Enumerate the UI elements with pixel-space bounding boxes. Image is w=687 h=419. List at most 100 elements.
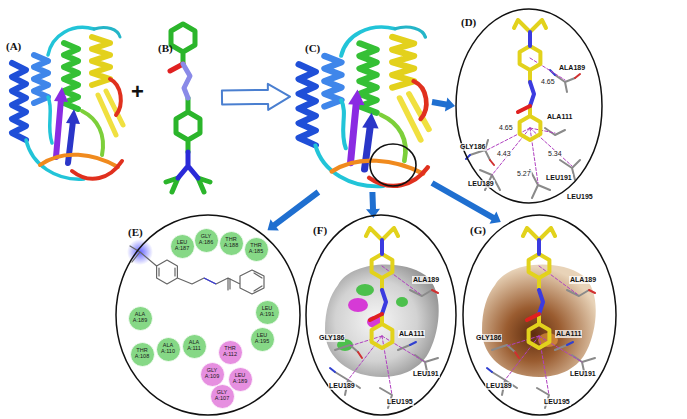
panel-label: (E) bbox=[128, 226, 143, 238]
circle-fill bbox=[218, 340, 242, 364]
circle-fill bbox=[228, 367, 252, 391]
zoom-outline bbox=[116, 215, 300, 415]
block-arrow bbox=[432, 98, 456, 112]
residue-circle: GLY A:186 bbox=[194, 228, 219, 253]
residue-label: GLY186 bbox=[475, 334, 502, 342]
ligand-sticks bbox=[366, 228, 398, 348]
block-arrow bbox=[366, 192, 380, 218]
residue-circle: LEU A:187 bbox=[170, 234, 195, 259]
block-arrow bbox=[268, 190, 321, 231]
distance-label: 4.65 bbox=[540, 78, 556, 86]
surface-patch bbox=[348, 298, 368, 312]
residue-circle: THR A:188 bbox=[219, 231, 244, 256]
residue-circle: ALA A:110 bbox=[156, 337, 181, 362]
residue-label: LEU191 bbox=[412, 370, 440, 378]
residue-circle: THR A:185 bbox=[244, 237, 269, 262]
residue-label: LEU195 bbox=[386, 398, 414, 406]
ligand-sticks bbox=[523, 228, 555, 348]
residue-label: GLY186 bbox=[318, 334, 345, 342]
residue-label: ALA111 bbox=[546, 113, 573, 121]
distance-label: 5.34 bbox=[547, 150, 563, 158]
residue-label: LEU191 bbox=[569, 370, 597, 378]
residue-circle: THR A:108 bbox=[130, 342, 155, 367]
residue-label: LEU A:191 bbox=[257, 306, 278, 318]
residue-circle: THR A:112 bbox=[218, 340, 243, 365]
residue-label: ALA111 bbox=[398, 330, 425, 338]
residue-label: LEU195 bbox=[566, 193, 594, 201]
circle-fill bbox=[182, 334, 206, 358]
residue-label: THR A:108 bbox=[132, 348, 153, 360]
panel-label: (D) bbox=[461, 16, 476, 28]
residue-circle: ALA A:111 bbox=[182, 334, 207, 359]
circle-fill bbox=[219, 231, 243, 255]
residue-label: ALA189 bbox=[558, 64, 586, 72]
residue-label: LEU A:189 bbox=[230, 373, 251, 385]
residue-label: THR A:112 bbox=[220, 346, 241, 358]
outline-arrow bbox=[222, 84, 290, 110]
residue-label: GLY A:107 bbox=[212, 390, 233, 402]
panel-label: (B) bbox=[158, 42, 173, 54]
residue-label: GLY A:186 bbox=[196, 234, 217, 246]
circle-fill bbox=[130, 342, 154, 366]
zoom-outline bbox=[306, 215, 456, 415]
residue-label: GLY186 bbox=[459, 143, 486, 151]
circle-fill bbox=[200, 362, 224, 386]
circle-fill bbox=[255, 300, 279, 324]
residue-label: ALA189 bbox=[412, 276, 440, 284]
residue-circle: LEU A:195 bbox=[250, 327, 275, 352]
zoom-outline bbox=[456, 9, 602, 203]
residue-label: ALA A:189 bbox=[130, 312, 151, 324]
distance-label: 5.27 bbox=[516, 170, 532, 178]
panel: (C) bbox=[290, 12, 432, 192]
residue-label: LEU195 bbox=[543, 398, 571, 406]
surface-patch bbox=[356, 284, 374, 296]
residue-label: LEU191 bbox=[545, 174, 573, 182]
residue-label: LEU189 bbox=[485, 382, 513, 390]
surface-patch bbox=[396, 297, 408, 307]
residue-label: GLY A:109 bbox=[202, 368, 223, 380]
panel: (A) bbox=[2, 12, 130, 192]
residue-label: ALA A:111 bbox=[184, 340, 205, 352]
block-arrow bbox=[431, 180, 501, 223]
plus-sign: + bbox=[131, 80, 144, 104]
residue-label: LEU A:195 bbox=[252, 333, 273, 345]
ligand-2d-double bbox=[159, 268, 262, 291]
circle-fill bbox=[244, 237, 268, 261]
zoom-outline bbox=[463, 215, 616, 415]
circle-fill bbox=[250, 327, 274, 351]
circle-fill bbox=[128, 306, 152, 330]
residue-circle: GLY A:107 bbox=[210, 384, 235, 409]
circle-fill bbox=[156, 337, 180, 361]
ligand-2d-nitrogen bbox=[204, 278, 216, 284]
ligand-nitrogen bbox=[183, 64, 190, 98]
panel-label: (F) bbox=[313, 224, 327, 236]
distance-label: 4.43 bbox=[496, 150, 512, 158]
residue-label: THR A:185 bbox=[246, 243, 267, 255]
residue-label: ALA A:110 bbox=[158, 343, 179, 355]
residue-label: ALA111 bbox=[555, 330, 582, 338]
panel: (B) bbox=[148, 12, 222, 202]
residue-circle: ALA A:189 bbox=[128, 306, 153, 331]
panel-label: (C) bbox=[305, 42, 320, 54]
residue-label: LEU189 bbox=[328, 382, 356, 390]
protein-ribbon bbox=[299, 27, 429, 186]
ligand-nitrogen bbox=[178, 152, 198, 178]
residue-label: ALA189 bbox=[569, 276, 597, 284]
residue-label: THR A:188 bbox=[221, 237, 242, 249]
residue-circle: LEU A:191 bbox=[255, 300, 280, 325]
panel-label: (A) bbox=[6, 40, 21, 52]
protein-ribbon bbox=[12, 27, 123, 179]
zoom-ellipse: (E) LEU A:187GLY A:186 THR A:188THR A:185A… bbox=[115, 214, 301, 416]
binding-site-circle bbox=[370, 144, 416, 186]
residue-label: LEU189 bbox=[467, 180, 495, 188]
circle-fill bbox=[194, 228, 218, 252]
distance-label: 4.65 bbox=[498, 124, 514, 132]
panel-label: (G) bbox=[470, 224, 486, 236]
circle-fill bbox=[170, 234, 194, 258]
circle-fill bbox=[210, 384, 234, 408]
residue-circle: GLY A:109 bbox=[200, 362, 225, 387]
ligand-2d bbox=[130, 246, 264, 294]
